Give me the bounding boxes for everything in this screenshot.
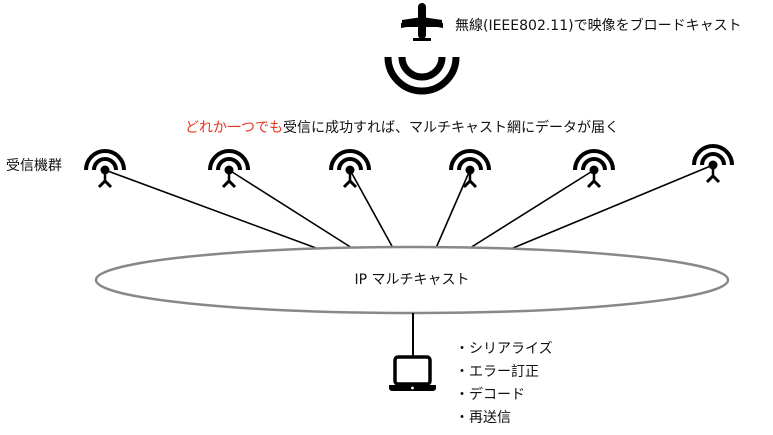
receiver-link-line <box>435 169 471 249</box>
antenna-icon <box>84 149 126 189</box>
antenna-icon <box>573 149 615 189</box>
receiver-link-line <box>228 169 353 249</box>
receiver-antennas <box>84 144 734 189</box>
receivers-label: 受信機群 <box>6 158 62 174</box>
antenna-icon <box>208 149 250 189</box>
antenna-icon <box>692 144 734 184</box>
task-item: デコード <box>455 384 553 407</box>
airplane-icon <box>401 3 443 41</box>
broadcast-waves-icon <box>384 56 460 95</box>
task-item: シリアライズ <box>455 338 553 361</box>
receiver-link-line <box>349 169 394 249</box>
antenna-icon <box>449 149 491 189</box>
receiver-link-line <box>469 169 595 249</box>
receiver-link-line <box>104 169 317 249</box>
task-item: 再送信 <box>455 407 553 430</box>
receiver-link-line <box>512 164 714 249</box>
caption-rest: 受信に成功すれば、マルチキャスト網にデータが届く <box>283 120 619 136</box>
multicast-label: IP マルチキャスト <box>354 272 470 288</box>
client-tasks-list: シリアライズ エラー訂正 デコード 再送信 <box>455 338 553 430</box>
antenna-icon <box>329 149 371 189</box>
success-caption: どれか一つでも受信に成功すれば、マルチキャスト網にデータが届く <box>185 119 619 137</box>
task-item: エラー訂正 <box>455 361 553 384</box>
broadcast-label: 無線(IEEE802.11)で映像をブロードキャスト <box>455 18 742 34</box>
connection-lines <box>104 164 714 249</box>
laptop-icon <box>389 355 436 391</box>
caption-highlight: どれか一つでも <box>185 120 283 136</box>
